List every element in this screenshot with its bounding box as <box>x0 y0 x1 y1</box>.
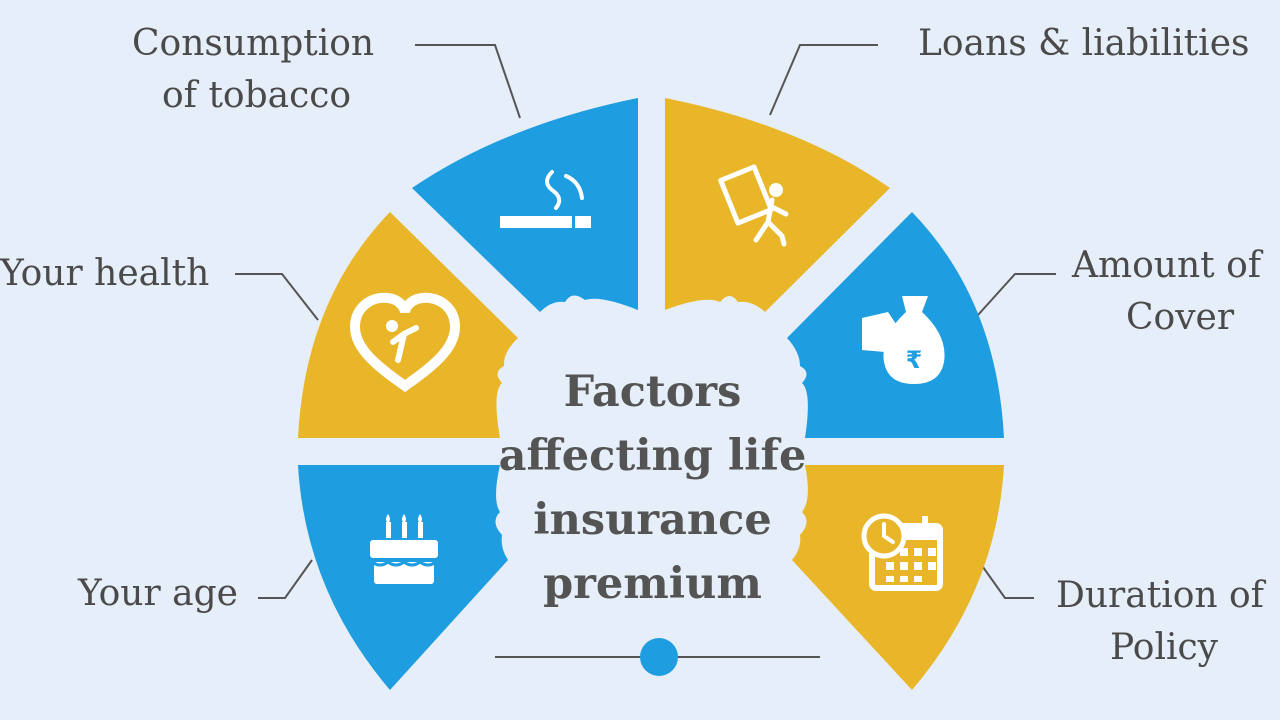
divider-dot <box>640 638 678 676</box>
title-line-2: affecting life <box>498 431 807 481</box>
cake-icon <box>370 514 438 584</box>
connector-tobacco <box>415 44 521 119</box>
label-health-line-1: Your health <box>0 253 210 294</box>
label-age-line-1: Your age <box>78 573 238 614</box>
label-duration: Duration of Policy <box>1056 570 1264 674</box>
connector-health <box>235 273 319 321</box>
connector-duration <box>977 559 1034 599</box>
connector-age <box>258 559 313 599</box>
cigarette-icon <box>500 170 591 228</box>
label-cover: Amount of Cover <box>1072 240 1261 344</box>
label-duration-line-1: Duration of <box>1056 575 1265 616</box>
connector-lines <box>235 44 1056 599</box>
money-bag-icon: ₹ <box>862 296 945 384</box>
label-age: Your age <box>78 568 238 620</box>
segment-health <box>298 212 518 438</box>
connector-loans <box>769 44 878 116</box>
segment-duration <box>792 465 1004 690</box>
label-tobacco: Consumption of tobacco <box>132 18 374 122</box>
label-loans: Loans & liabilities <box>918 18 1249 70</box>
label-loans-line-1: Loans & liabilities <box>918 23 1250 64</box>
heart-icon <box>349 292 461 393</box>
label-tobacco-line-2: of tobacco <box>162 75 352 116</box>
title-line-3: insurance <box>533 495 772 545</box>
title-line-1: Factors <box>563 367 742 417</box>
label-duration-line-2: Policy <box>1110 627 1218 668</box>
title-line-4: premium <box>543 559 762 609</box>
label-tobacco-line-1: Consumption <box>132 23 375 64</box>
running-man-icon <box>718 164 789 247</box>
svg-text:₹: ₹ <box>906 346 923 374</box>
label-cover-line-2: Cover <box>1126 297 1235 338</box>
connector-cover <box>977 273 1056 316</box>
label-health: Your health <box>0 248 209 300</box>
segment-tobacco <box>412 98 638 312</box>
diagram-title: Factors affecting life insurance premium <box>470 360 835 616</box>
segment-loans <box>665 98 890 312</box>
calendar-clock-icon <box>861 513 943 591</box>
label-cover-line-1: Amount of <box>1072 245 1262 286</box>
